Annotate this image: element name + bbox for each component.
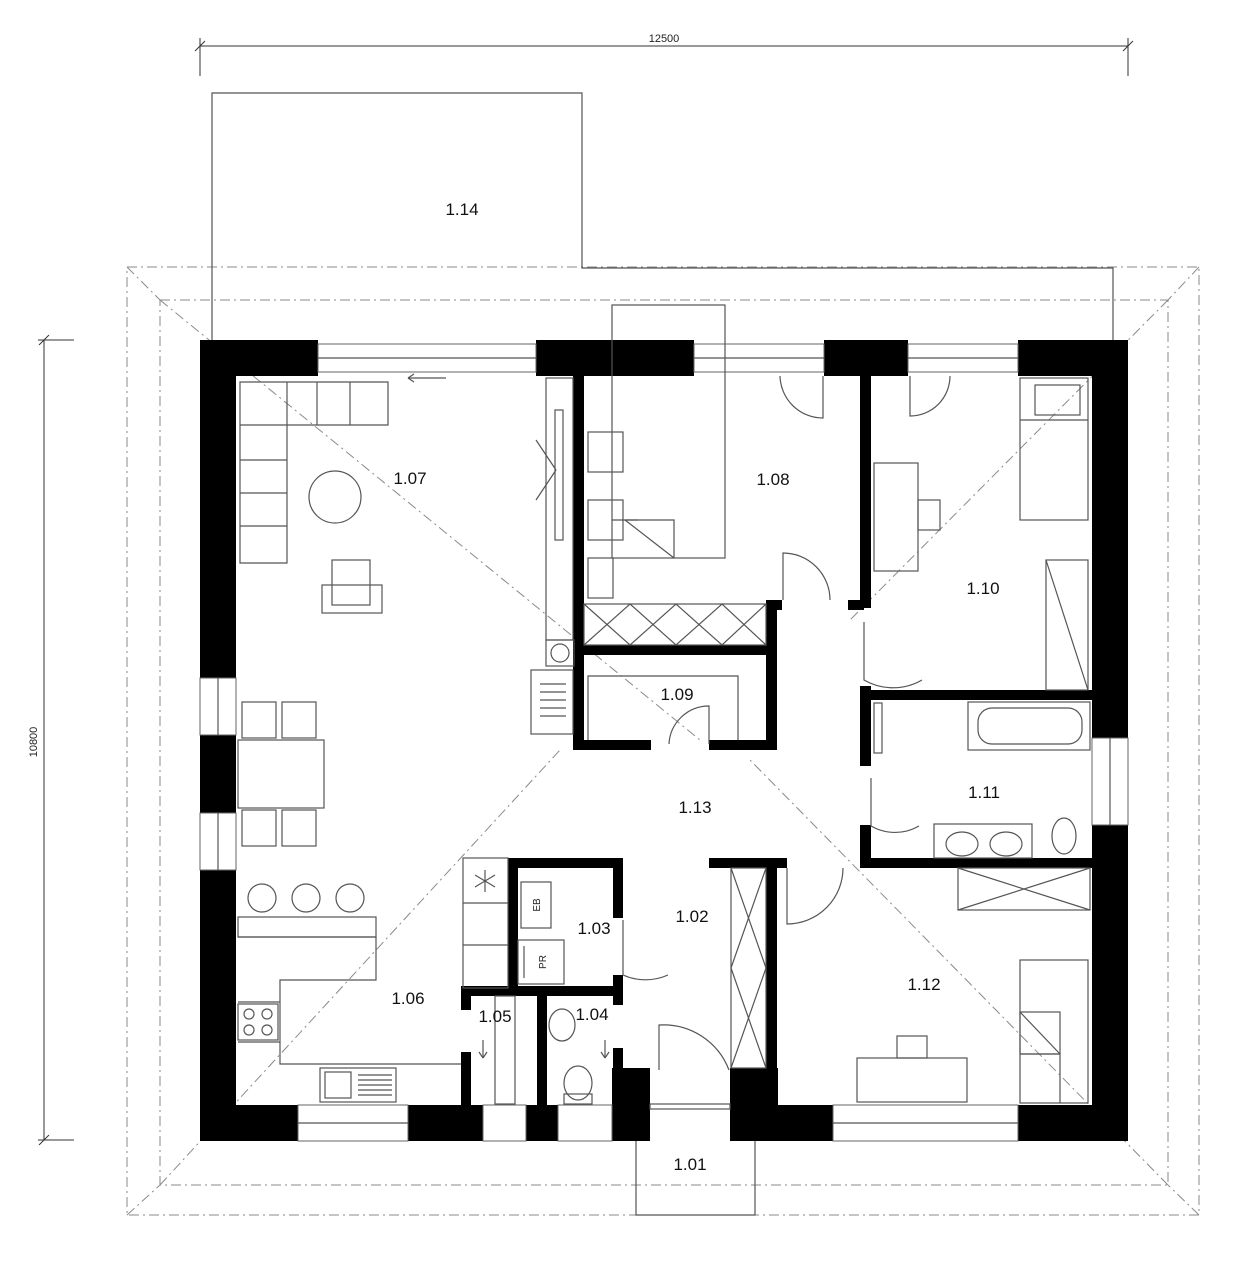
boiler-label: EB xyxy=(532,898,543,912)
windows xyxy=(199,343,1129,1142)
kitchen-cabinets xyxy=(462,857,509,989)
dimension-height xyxy=(38,334,74,1146)
snowflake-icon xyxy=(474,870,496,892)
hob-icon xyxy=(237,1003,279,1041)
washer-icon xyxy=(517,939,565,985)
room-label-1-06: 1.06 xyxy=(391,989,424,1008)
room-label-1-09: 1.09 xyxy=(660,685,693,704)
sofa xyxy=(239,381,389,614)
boiler-icon xyxy=(520,881,552,929)
dining-table xyxy=(237,701,325,847)
doors xyxy=(478,375,951,1071)
bedroom-1-12-furniture xyxy=(856,867,1091,1104)
room-label-1-10: 1.10 xyxy=(966,579,999,598)
interior-walls xyxy=(461,376,1092,1108)
exterior-walls xyxy=(200,340,1128,1141)
dimension-width xyxy=(194,38,1134,76)
bathroom-fixtures xyxy=(873,702,1077,859)
room-label-1-12: 1.12 xyxy=(907,975,940,994)
room-label-1-05: 1.05 xyxy=(478,1007,511,1026)
bedroom-1-10-furniture xyxy=(873,377,1089,691)
room-label-1-07: 1.07 xyxy=(393,469,426,488)
room-label-1-11: 1.11 xyxy=(968,783,1000,802)
dimension-width-label: 12500 xyxy=(649,33,680,45)
roof-outline xyxy=(126,266,1200,1216)
room-label-1-14: 1.14 xyxy=(445,200,478,219)
sink-icon xyxy=(319,1067,397,1103)
room-label-1-04: 1.04 xyxy=(575,1005,608,1024)
fireplace-icon xyxy=(530,639,575,735)
room-label-1-02: 1.02 xyxy=(675,907,708,926)
storage-shelves xyxy=(587,675,739,740)
room-label-1-03: 1.03 xyxy=(577,919,610,938)
terrace xyxy=(211,92,1114,340)
room-label-1-01: 1.01 xyxy=(673,1155,706,1174)
toilet-fixtures xyxy=(494,995,593,1105)
dimension-height-label: 10800 xyxy=(28,727,40,758)
entrance-porch xyxy=(635,1103,756,1216)
room-label-1-08: 1.08 xyxy=(756,470,789,489)
kitchen-island xyxy=(237,883,461,1065)
hall-wardrobe xyxy=(730,867,767,1069)
bathtub xyxy=(967,701,1091,751)
room-label-1-13: 1.13 xyxy=(678,798,711,817)
bedroom-wardrobe xyxy=(583,603,767,646)
tv-wall-unit xyxy=(535,377,574,641)
washer-label: PR xyxy=(538,955,549,969)
double-bed xyxy=(587,304,726,599)
